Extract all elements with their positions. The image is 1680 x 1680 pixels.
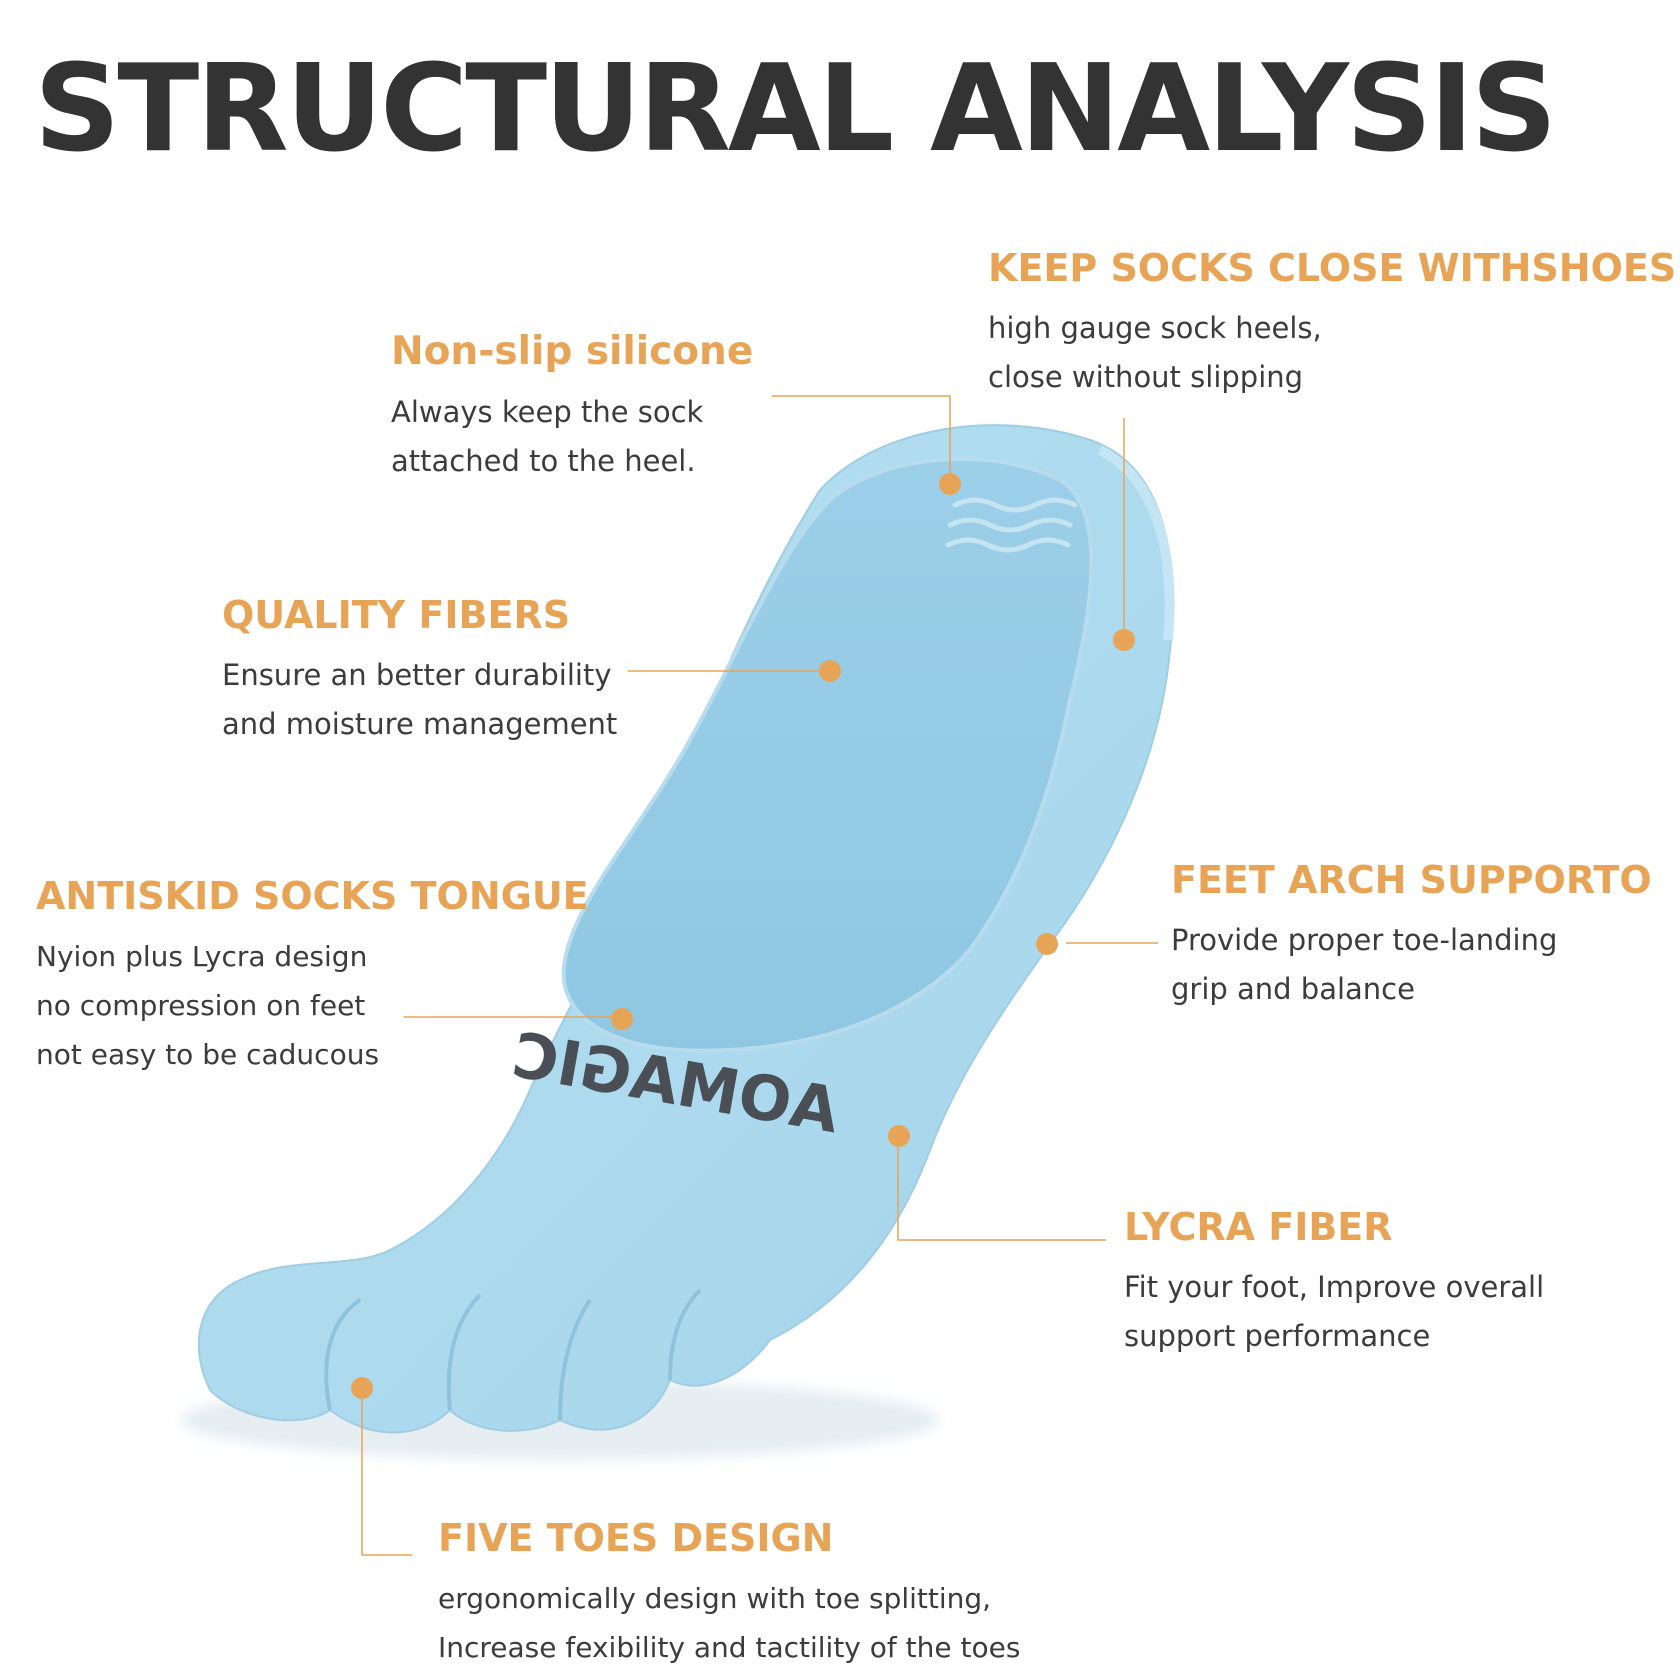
callout-non-slip: Non-slip silicone Always keep the sock a… — [391, 329, 754, 486]
leader-lines — [361, 395, 1158, 1556]
callout-text: Nyion plus Lycra design — [36, 939, 368, 973]
callout-text: Provide proper toe-landing — [1171, 922, 1558, 957]
callout-text: Ensure an better durability — [222, 657, 612, 692]
toe-separators — [324, 1288, 702, 1421]
callout-arch-support: FEET ARCH SUPPORTO Provide proper toe-la… — [1171, 858, 1652, 1014]
callout-heading: Non-slip silicone — [391, 329, 754, 374]
callout-heading: FEET ARCH SUPPORTO — [1171, 858, 1652, 902]
callout-five-toes: FIVE TOES DESIGN ergonomically design wi… — [438, 1516, 1021, 1672]
dot-quality-fibers — [819, 660, 841, 682]
callout-lycra: LYCRA FIBER Fit your foot, Improve overa… — [1124, 1205, 1545, 1361]
callout-text: no compression on feet — [36, 988, 366, 1022]
dot-arch-support — [1036, 933, 1058, 955]
callout-text: Always keep the sock — [391, 394, 704, 429]
sock-cuff — [1097, 445, 1175, 641]
callout-heading: QUALITY FIBERS — [222, 593, 571, 637]
callout-text: Fit your foot, Improve overall — [1124, 1269, 1545, 1304]
callout-keep-close: KEEP SOCKS CLOSE WITHSHOES high gauge so… — [988, 246, 1677, 402]
callout-text: attached to the heel. — [391, 443, 696, 478]
dot-antiskid — [611, 1008, 633, 1030]
callout-text: high gauge sock heels, — [988, 310, 1322, 345]
callout-heading: FIVE TOES DESIGN — [438, 1516, 834, 1560]
dot-keep-close — [1113, 629, 1135, 651]
silicone-strips — [945, 497, 1078, 553]
callout-heading: ANTISKID SOCKS TONGUE — [36, 874, 589, 918]
sock-inner — [561, 457, 1094, 1053]
callout-heading: KEEP SOCKS CLOSE WITHSHOES — [988, 246, 1677, 290]
callout-text: Increase fexibility and tactility of the… — [438, 1630, 1021, 1664]
callout-quality-fibers: QUALITY FIBERS Ensure an better durabili… — [222, 593, 618, 749]
dot-lycra — [888, 1125, 910, 1147]
dot-five-toes — [351, 1377, 373, 1399]
callout-text: and moisture management — [222, 706, 618, 741]
page-title: STRUCTURAL ANALYSIS — [34, 40, 1557, 179]
callout-antiskid: ANTISKID SOCKS TONGUE Nyion plus Lycra d… — [36, 874, 589, 1079]
dot-non-slip — [939, 473, 961, 495]
callout-text: grip and balance — [1171, 971, 1415, 1006]
callout-text: close without slipping — [988, 359, 1304, 394]
callout-text: ergonomically design with toe splitting, — [438, 1581, 992, 1615]
callout-text: support performance — [1124, 1318, 1431, 1353]
callout-text: not easy to be caducous — [36, 1037, 380, 1071]
callout-dots — [351, 473, 1135, 1399]
callout-heading: LYCRA FIBER — [1124, 1205, 1393, 1249]
